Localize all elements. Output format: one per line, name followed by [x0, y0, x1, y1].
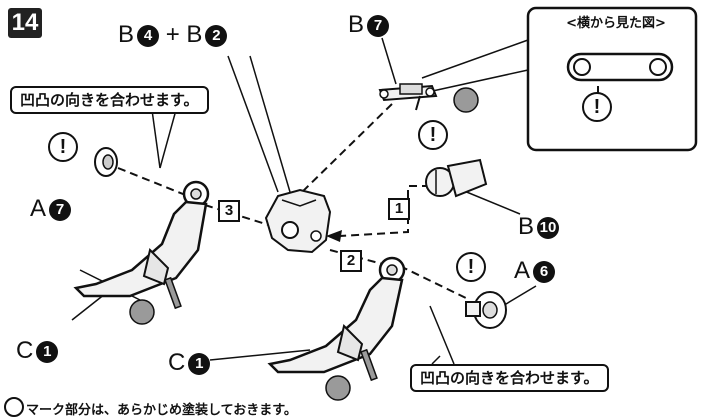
step-badge-2: 2 [340, 250, 362, 272]
caution-icon-side-view: ! [582, 92, 612, 122]
label-b10-letter: B [518, 213, 535, 240]
part-c1-bottom [267, 256, 406, 401]
part-a7 [94, 147, 118, 177]
num-b4: 4 [137, 25, 160, 47]
step-badge-3: 3 [218, 200, 240, 222]
note-align-bottom: 凹凸の向きを合わせます。 [410, 364, 609, 392]
caution-icon-a7: ! [48, 132, 78, 162]
label-c1-left-letter: C [16, 337, 34, 364]
part-c1-left [73, 180, 210, 325]
label-c1-bottom-letter: C [168, 349, 186, 376]
side-view-title: <横から見た図> [566, 16, 666, 31]
num-a6: 6 [533, 261, 556, 283]
num-a7: 7 [49, 199, 72, 221]
callout-line-lower [427, 69, 529, 93]
num-c1-left: 1 [36, 341, 59, 363]
part-hub [264, 188, 332, 254]
step-badge-1: 1 [388, 198, 410, 220]
callout-line-upper [421, 39, 529, 79]
label-a6-letter: A [514, 257, 531, 284]
num-b10: 10 [537, 217, 560, 239]
paint-mark-icon [4, 397, 24, 417]
label-b7-letter: B [348, 11, 365, 38]
num-c1-bottom: 1 [188, 353, 211, 375]
part-b10 [425, 158, 488, 198]
plus-sign: + [165, 21, 180, 48]
footnote-text: マーク部分は、あらかじめ塗装しておきます。 [26, 403, 297, 417]
label-b4: B [118, 21, 135, 48]
step-number: 14 [8, 8, 42, 38]
caution-icon-a6: ! [456, 252, 486, 282]
paint-marker-b7 [453, 87, 479, 113]
guide-arrowhead [326, 230, 342, 242]
num-b2: 2 [205, 25, 228, 47]
guide-step1 [339, 185, 430, 237]
num-b7: 7 [367, 15, 390, 37]
label-a7-letter: A [30, 195, 47, 222]
part-a6 [465, 291, 507, 329]
label-b2: B [186, 21, 203, 48]
note-align-top: 凹凸の向きを合わせます。 [10, 86, 209, 114]
part-b7 [378, 83, 438, 111]
caution-icon-b7: ! [418, 120, 448, 150]
